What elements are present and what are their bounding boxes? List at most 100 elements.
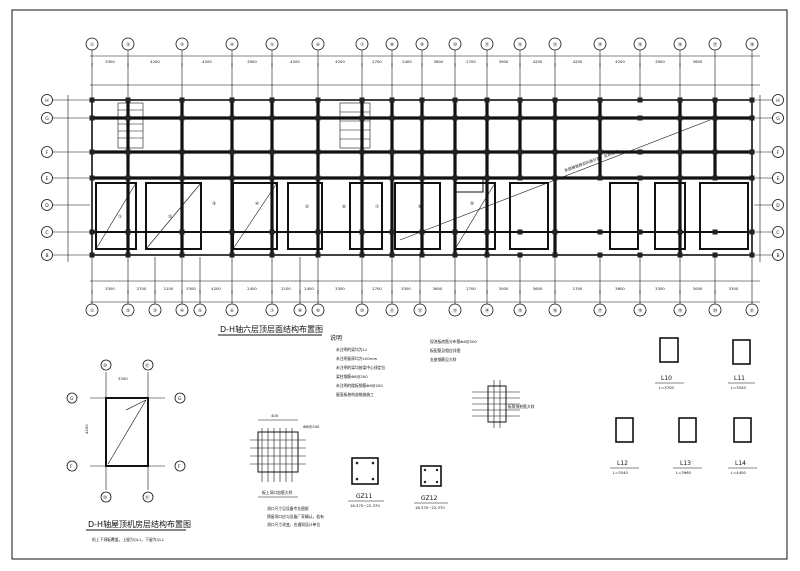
- axis-label: ⑦: [360, 42, 364, 48]
- column: [419, 115, 425, 121]
- column: [359, 97, 365, 103]
- axis-label: D: [776, 203, 780, 209]
- column: [452, 115, 458, 121]
- axis-bubble: [385, 303, 399, 317]
- note-line: 未注明的梁均按梁中心线定位: [336, 365, 386, 370]
- slab-panel: [654, 182, 686, 250]
- column: [229, 175, 235, 181]
- column: [637, 149, 643, 155]
- axis-bubble: [593, 37, 607, 51]
- axis-bubble: [293, 303, 307, 317]
- axis-label: ⑱: [750, 41, 755, 48]
- axis-bubble: [772, 226, 784, 238]
- column: [749, 229, 755, 235]
- dim-label: 2700: [466, 286, 476, 291]
- column: [269, 229, 275, 235]
- axis-label: F: [46, 150, 49, 156]
- column: [269, 97, 275, 103]
- axis-bubble: [413, 303, 427, 317]
- column: [452, 252, 458, 258]
- column: [359, 149, 365, 155]
- column: [315, 115, 321, 121]
- column: [389, 175, 395, 181]
- column: [552, 97, 558, 103]
- axis-bubble: [772, 94, 784, 106]
- notes-heading: 说明: [330, 334, 342, 342]
- column: [517, 97, 523, 103]
- column: [517, 252, 523, 258]
- column: [677, 97, 683, 103]
- notes: 说明 未注明的梁均为L1 未注明板厚均为100mm 未注明的梁均按梁中心线定位 …: [330, 334, 477, 397]
- dim-label: 2700: [137, 286, 147, 291]
- axis-label: ⑪: [390, 307, 395, 314]
- dim-label: 4200: [290, 59, 300, 64]
- axis-label: ⑯: [553, 307, 558, 314]
- plan-title: D-H轴六层顶层面结构布置图: [220, 324, 323, 334]
- axis-label: ⑤: [270, 42, 274, 48]
- dim-label: 2400: [402, 59, 412, 64]
- axis-label: H: [776, 98, 779, 104]
- opening-detail: 400 Φ8@200 板上洞口加筋大样 洞口尺寸见设备专业图纸 预留洞口应与设备…: [250, 413, 324, 527]
- detail-bar: Φ8@200: [303, 424, 320, 429]
- axis-label: D: [45, 203, 49, 209]
- dim-label: 3300: [335, 286, 345, 291]
- column: [484, 149, 490, 155]
- column: [677, 115, 683, 121]
- axis-label: E: [777, 176, 780, 182]
- dim-label: 2100: [281, 286, 291, 291]
- dim-label: 3600: [693, 59, 703, 64]
- slab-number: ⑧: [418, 204, 422, 210]
- column: [552, 175, 558, 181]
- axis-label: B: [45, 253, 48, 259]
- axis-label: ⑤: [198, 308, 202, 314]
- slab-number: ③: [212, 201, 216, 207]
- axis-label: ⑪: [485, 41, 490, 48]
- column: [179, 97, 185, 103]
- column: [452, 229, 458, 235]
- slab-number: ②: [168, 214, 172, 220]
- constructional-columns: GZ11 16.370~22.370 GZ12 16.370~22.370: [348, 457, 448, 510]
- dim-label: 3300: [729, 286, 739, 291]
- column: [229, 115, 235, 121]
- dim-label: 3600: [434, 59, 444, 64]
- axis-bubble: [745, 303, 759, 317]
- dim-label: 2700: [573, 286, 583, 291]
- small-plan-note: 机上下洞板覆盖，上留为QL1，下留为QL1: [92, 537, 165, 542]
- dim-label: 3300: [105, 59, 115, 64]
- axis-label: ⑥: [230, 308, 234, 314]
- axis-label: ⑰: [713, 41, 718, 48]
- column: [359, 115, 365, 121]
- column: [552, 229, 558, 235]
- section-size-l11: L=3540: [731, 385, 747, 390]
- column: [452, 149, 458, 155]
- column: [484, 175, 490, 181]
- axis-label: ①: [90, 308, 94, 314]
- column: [89, 175, 95, 181]
- axis-label: ⑩: [360, 308, 364, 314]
- axis-label: ⑨: [420, 42, 424, 48]
- axis-label: ③: [153, 308, 157, 314]
- column: [552, 149, 558, 155]
- axis-label: ⑱: [638, 307, 643, 314]
- column: [452, 97, 458, 103]
- axis-bubble: [593, 303, 607, 317]
- axis-bubble: [448, 37, 462, 51]
- axis-bubble: [633, 37, 647, 51]
- column: [89, 97, 95, 103]
- dim-label: 4200: [202, 59, 212, 64]
- axis-label: ⑦: [270, 308, 274, 314]
- axis-bubble: [175, 303, 189, 317]
- axis-bubble: [673, 303, 687, 317]
- axis-label: ①: [90, 42, 94, 48]
- small-plan-title: D-H轴屋顶机房层结构布置图: [88, 519, 191, 529]
- axis-bubble: [448, 303, 462, 317]
- column: [419, 252, 425, 258]
- column: [179, 229, 185, 235]
- section-label-l10: L10: [661, 375, 672, 382]
- dim-label: 3300: [118, 376, 128, 381]
- note-line: 未注明板厚均为100mm: [336, 356, 378, 361]
